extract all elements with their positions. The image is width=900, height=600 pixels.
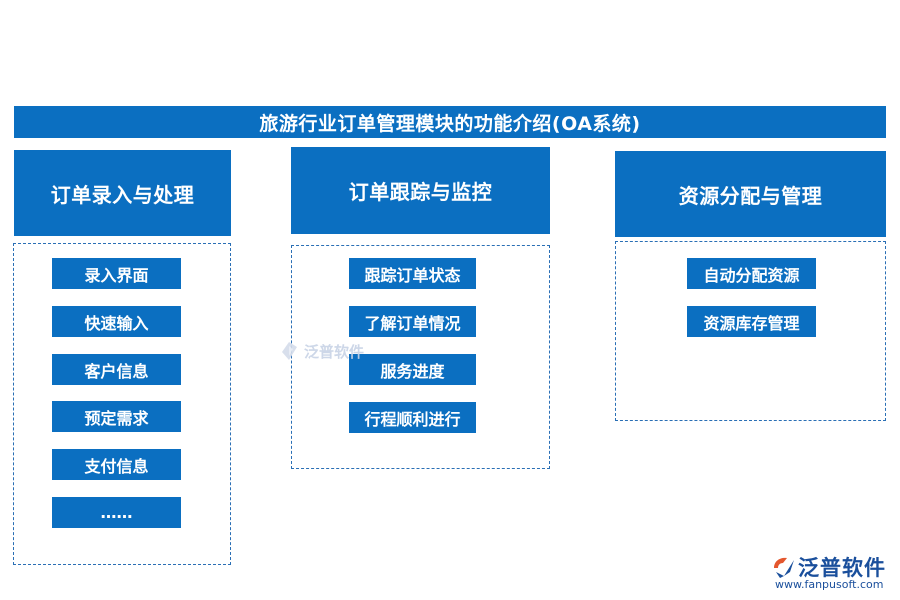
column-heading-resource-management: 资源分配与管理 (615, 151, 886, 237)
item-more: …… (52, 497, 181, 528)
item-track-order-status: 跟踪订单状态 (349, 258, 476, 289)
item-resource-inventory: 资源库存管理 (687, 306, 816, 337)
column-box-resource-management (615, 241, 886, 421)
item-order-situation: 了解订单情况 (349, 306, 476, 337)
column-box-order-tracking (291, 245, 550, 469)
diagram-title: 旅游行业订单管理模块的功能介绍(OA系统) (14, 106, 886, 138)
brand-url: www.fanpusoft.com (775, 578, 884, 591)
column-heading-order-entry: 订单录入与处理 (14, 150, 231, 236)
item-payment-info: 支付信息 (52, 449, 181, 480)
item-service-progress: 服务进度 (349, 354, 476, 385)
fanpu-logo-icon (774, 557, 794, 578)
fanpu-logo-icon (282, 342, 297, 360)
brand-logo-text: 泛普软件 (798, 556, 886, 580)
item-quick-input: 快速输入 (52, 306, 181, 337)
item-entry-interface: 录入界面 (52, 258, 181, 289)
column-box-order-entry (13, 243, 231, 565)
item-customer-info: 客户信息 (52, 354, 181, 385)
watermark-text: 泛普软件 (304, 342, 365, 361)
item-auto-allocate: 自动分配资源 (687, 258, 816, 289)
item-booking-needs: 预定需求 (52, 401, 181, 432)
column-heading-order-tracking: 订单跟踪与监控 (291, 147, 550, 234)
item-trip-smooth: 行程顺利进行 (349, 402, 476, 433)
watermark: 泛普软件 (278, 340, 364, 362)
brand-logo: 泛普软件 (770, 552, 886, 582)
